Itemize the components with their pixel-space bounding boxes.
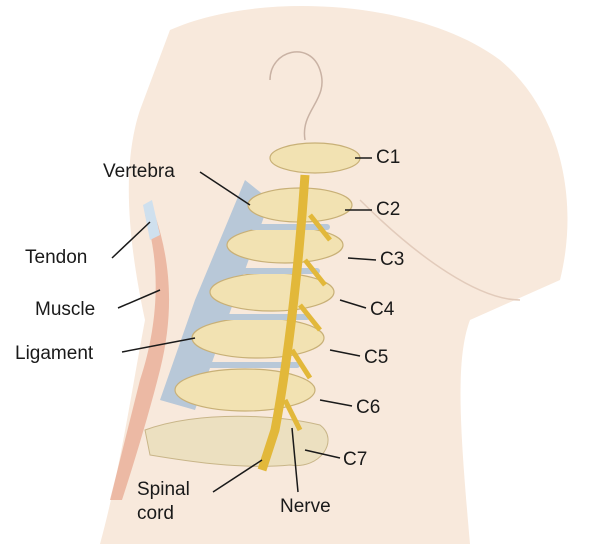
nerve-roots <box>282 213 332 432</box>
label-c5: C5 <box>364 347 389 368</box>
label-ligament: Ligament <box>15 343 94 364</box>
jaw-outline <box>359 199 521 301</box>
spinal-cord <box>257 174 310 472</box>
label-spinal-cord-line2: cord <box>137 503 174 524</box>
label-c2: C2 <box>376 199 401 220</box>
label-tendon: Tendon <box>25 247 88 268</box>
c4-vertebra <box>209 272 335 312</box>
c1-vertebra <box>269 142 361 174</box>
c6-vertebra <box>174 368 316 412</box>
ear-outline <box>269 51 323 141</box>
label-muscle: Muscle <box>35 299 96 320</box>
label-c4: C4 <box>370 299 395 320</box>
leader-lines <box>111 157 377 493</box>
label-c7: C7 <box>343 449 368 470</box>
discs <box>205 224 330 368</box>
head-neck-silhouette <box>100 6 568 544</box>
tendon <box>143 200 160 240</box>
muscle <box>110 215 170 500</box>
label-c6: C6 <box>356 397 381 418</box>
label-spinal-cord-line1: Spinal <box>137 479 190 500</box>
label-c1: C1 <box>376 147 401 168</box>
c7-vertebra <box>144 415 329 467</box>
c5-vertebra <box>191 317 325 359</box>
label-c3: C3 <box>380 249 405 270</box>
label-nerve: Nerve <box>280 496 331 517</box>
label-vertebra: Vertebra <box>103 161 175 182</box>
